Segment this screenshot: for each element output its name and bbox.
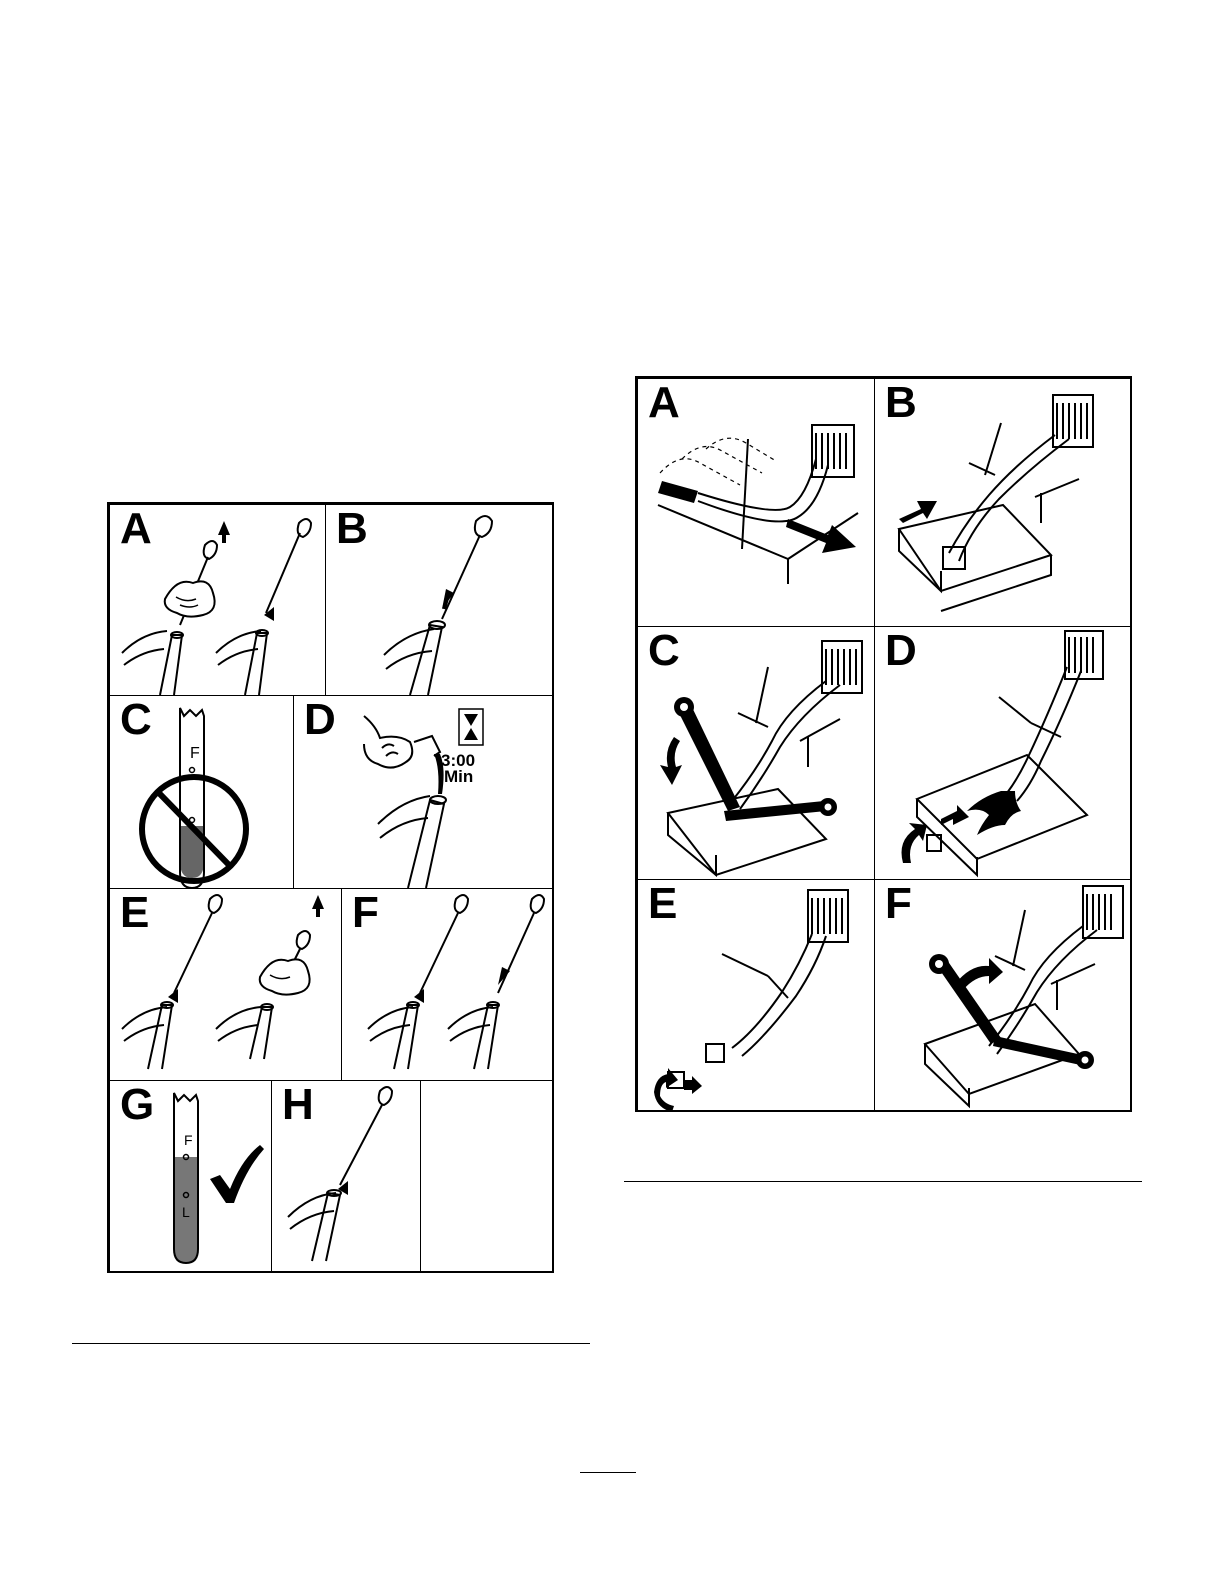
panel-e: E <box>637 879 875 1112</box>
panel-h: H <box>271 1080 421 1273</box>
caption-rule-left <box>72 1343 590 1344</box>
panel-g: G F L <box>109 1080 272 1273</box>
panel-a: A <box>637 378 875 627</box>
panel-c: C <box>637 626 875 880</box>
add-oil-wait-icon: 3:00 Min <box>294 696 554 889</box>
dipstick-mark-full: F <box>190 745 200 762</box>
panel-c: C F <box>109 695 294 889</box>
dipstick-insert-remove-icon <box>342 889 554 1081</box>
dipstick-wipe-icon <box>110 505 326 696</box>
cap-install-icon <box>638 880 875 1112</box>
panel-b: B <box>874 378 1132 627</box>
panel-d: D <box>874 626 1132 880</box>
panel-e: E <box>109 888 342 1081</box>
caption-rule-right <box>624 1181 1142 1182</box>
dipstick-mark-full: F <box>184 1132 193 1148</box>
panel-d: D 3:00 Min <box>293 695 554 889</box>
dipstick-reinsert-icon <box>272 1081 421 1273</box>
oil-level-ok-icon: F L <box>110 1081 272 1273</box>
dipstick-figure: A B <box>107 502 554 1273</box>
dipstick-remove-icon <box>326 505 554 696</box>
drain-pan-place-icon <box>875 379 1132 627</box>
wrench-tighten-icon <box>875 880 1132 1112</box>
dipstick-mark-low: L <box>182 1204 190 1220</box>
no-hot-check-icon: F <box>110 696 294 889</box>
panel-f: F <box>341 888 554 1081</box>
panel-b: B <box>325 504 554 696</box>
timer-unit: Min <box>444 767 473 786</box>
wrench-loosen-icon <box>638 627 875 880</box>
panel-f: F <box>874 879 1132 1112</box>
page-footer-rule <box>580 1472 636 1473</box>
oil-drain-figure: A B <box>635 376 1132 1112</box>
drain-hose-pull-icon <box>638 379 875 627</box>
panel-empty <box>420 1080 554 1273</box>
dipstick-insert-wipe-icon <box>110 889 342 1081</box>
panel-a: A <box>109 504 326 696</box>
oil-drain-icon <box>875 627 1132 880</box>
